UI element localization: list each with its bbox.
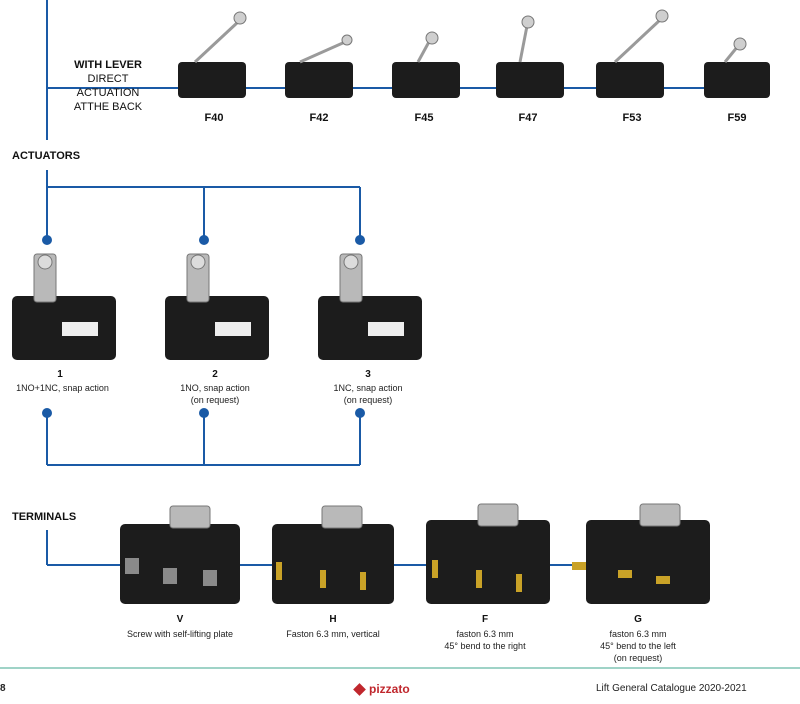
- lever-code-f42: F42: [309, 112, 329, 124]
- brand-mark-icon: [353, 683, 366, 697]
- page-number: 8: [0, 683, 6, 694]
- actuator-desc-2a: 1NO, snap action: [180, 383, 250, 393]
- connector-dot: [42, 408, 52, 418]
- lever-title-line-4: ATTHE BACK: [73, 101, 143, 113]
- lever-title-line-1: WITH LEVER: [74, 59, 142, 71]
- terminal-code-v: V: [176, 614, 184, 625]
- actuator-desc-2b: (on request): [190, 395, 240, 405]
- terminal-switch-v: [120, 505, 240, 604]
- actuator-number-3: 3: [365, 369, 371, 380]
- lever-code-f47: F47: [518, 112, 538, 124]
- lever-code-f59: F59: [727, 112, 747, 124]
- terminal-desc-g3: (on request): [613, 653, 663, 663]
- terminal-switch-f: [426, 503, 550, 604]
- terminal-desc-v: Screw with self-lifting plate: [126, 629, 234, 639]
- actuators-heading: ACTUATORS: [12, 150, 81, 162]
- lever-switch-f42: [285, 34, 353, 98]
- connector-dot: [199, 408, 209, 418]
- actuator-switch-1: [12, 253, 116, 360]
- terminal-code-f: F: [481, 614, 489, 625]
- brand-name: pizzato: [369, 682, 410, 696]
- terminal-switch-g: [572, 503, 710, 604]
- terminal-desc-g1: faston 6.3 mm: [609, 629, 667, 639]
- lever-switch-f59: [704, 37, 770, 98]
- actuator-desc-3b: (on request): [343, 395, 393, 405]
- terminal-desc-f2: 45° bend to the right: [444, 641, 526, 651]
- lever-code-f45: F45: [414, 112, 434, 124]
- lever-title-line-2: DIRECT: [87, 73, 129, 85]
- lever-switch-f53: [596, 9, 669, 98]
- lever-code-f53: F53: [622, 112, 642, 124]
- lever-code-f40: F40: [204, 112, 224, 124]
- footer-rule: [0, 667, 800, 669]
- terminal-desc-h: Faston 6.3 mm, vertical: [286, 629, 380, 639]
- actuator-switch-2: [165, 253, 269, 360]
- terminal-desc-f1: faston 6.3 mm: [456, 629, 514, 639]
- terminal-switch-h: [272, 505, 394, 604]
- terminal-code-g: G: [634, 614, 642, 625]
- actuator-number-1: 1: [57, 369, 63, 380]
- actuator-switch-3: [318, 253, 422, 360]
- lever-switch-f47: [496, 15, 564, 98]
- brand-logo: pizzato: [353, 682, 410, 697]
- catalogue-title: Lift General Catalogue 2020-2021: [596, 683, 747, 694]
- lever-switch-f45: [392, 31, 460, 98]
- terminal-desc-g2: 45° bend to the left: [600, 641, 676, 651]
- actuator-desc-1: 1NO+1NC, snap action: [16, 383, 109, 393]
- connector-dot: [355, 408, 365, 418]
- connector-dot: [199, 235, 209, 245]
- lever-section-title: WITH LEVER DIRECT ACTUATION ATTHE BACK: [62, 58, 154, 114]
- connector-dot: [42, 235, 52, 245]
- terminal-code-h: H: [329, 614, 337, 625]
- connector-dot: [355, 235, 365, 245]
- lever-switch-f40: [178, 11, 247, 98]
- actuator-desc-3a: 1NC, snap action: [333, 383, 403, 393]
- terminals-heading: TERMINALS: [12, 511, 77, 523]
- lever-title-line-3: ACTUATION: [76, 87, 140, 99]
- actuator-number-2: 2: [212, 369, 218, 380]
